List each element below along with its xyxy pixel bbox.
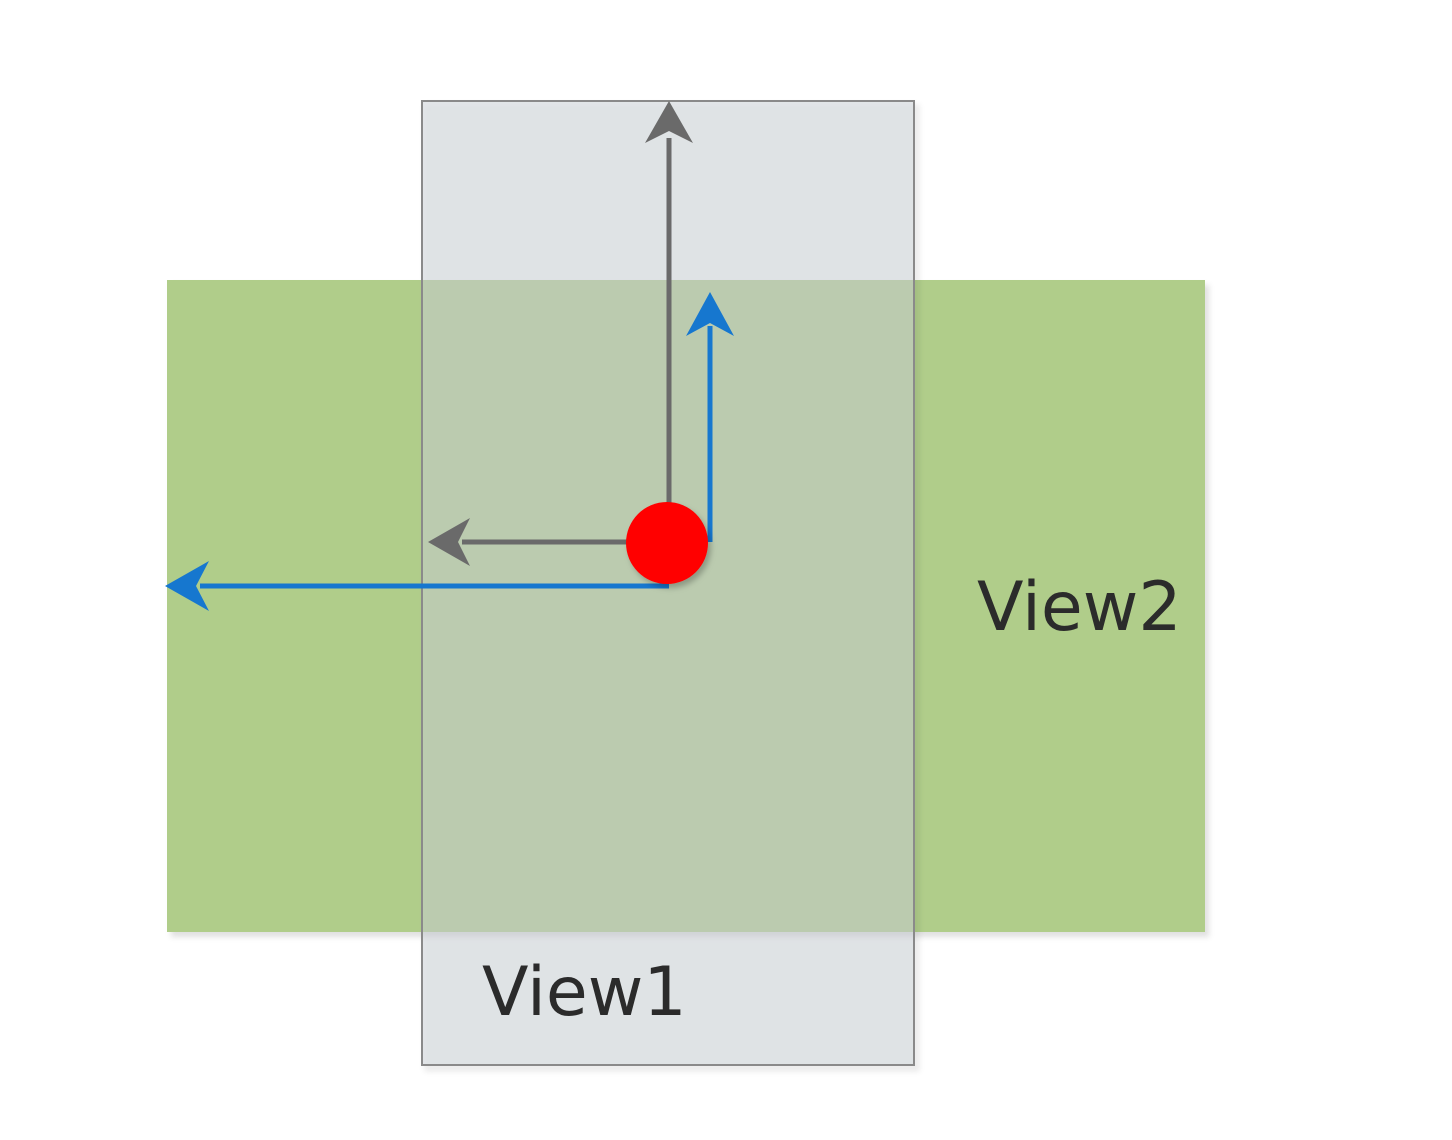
blue-up-arrow-icon: [686, 292, 734, 336]
blue-left-arrow-icon: [165, 561, 209, 611]
gray-left-arrow-icon: [428, 518, 470, 566]
red-dot-icon: [626, 502, 708, 584]
view1-label: View1: [482, 953, 687, 1032]
gray-up-arrow-icon: [645, 101, 693, 143]
view2-label: View2: [977, 568, 1182, 647]
view2-axes: [165, 292, 734, 611]
view1-axes: [428, 101, 693, 566]
